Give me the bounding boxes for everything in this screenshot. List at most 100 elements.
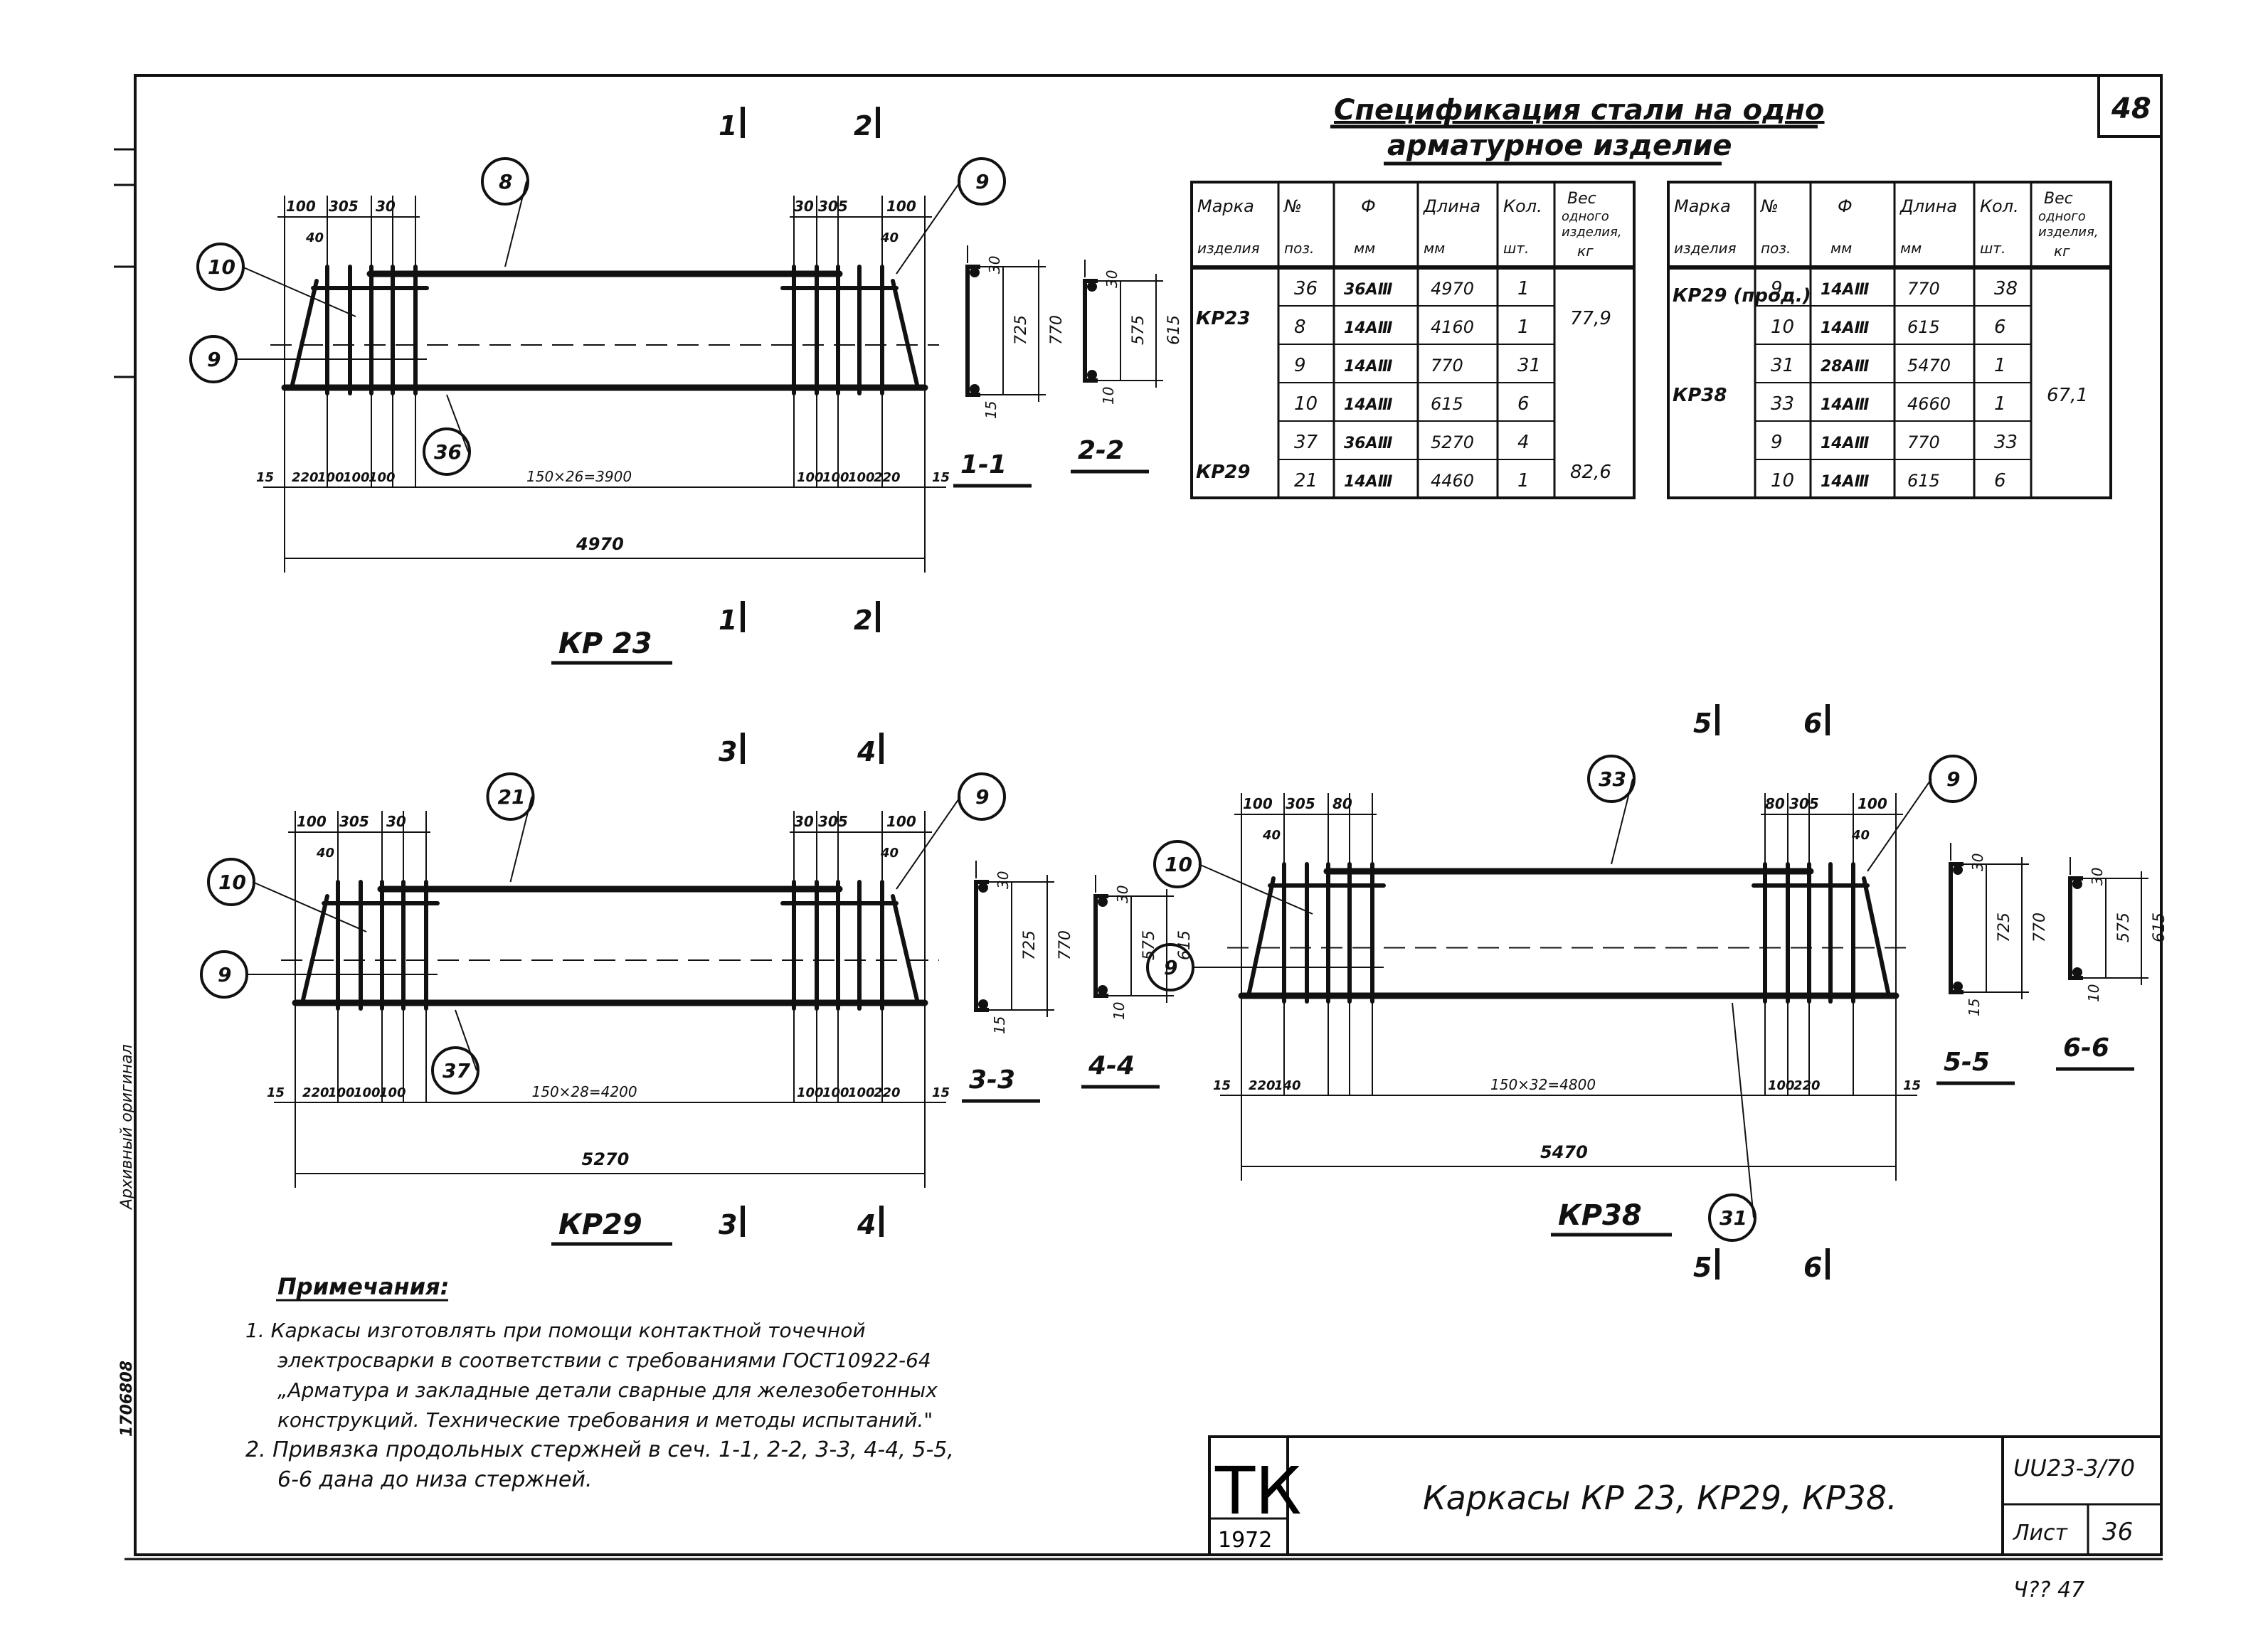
cell-length: 770: [1907, 432, 1940, 452]
cell-dia: 14АⅢ: [1344, 396, 1393, 414]
leader-line: [252, 881, 367, 932]
table-header: Кол.: [1980, 196, 2019, 216]
bottom-dim: 100: [797, 1085, 824, 1100]
stamp-year: 1972: [1218, 1528, 1272, 1553]
bottom-dim: 100: [848, 470, 875, 485]
table-header: №: [1759, 196, 1779, 216]
cell-dia: 14АⅢ: [1821, 281, 1870, 299]
table-header: изделия,: [1562, 225, 1622, 240]
page-number: 48: [2111, 92, 2151, 125]
table-header: мм: [1354, 240, 1375, 257]
bottom-dim: 100: [317, 470, 344, 485]
stamp-letters: ТК: [1214, 1453, 1302, 1529]
cell-length: 615: [1907, 317, 1940, 337]
cell-length: 5270: [1431, 432, 1474, 452]
section-dim: 575: [2115, 913, 2133, 942]
sheet-label: Лист: [2013, 1521, 2069, 1546]
bottom-dim: 100: [369, 470, 396, 485]
section-cut-mark: 4: [857, 736, 876, 767]
callout-number: 8: [499, 170, 512, 193]
position-callout: [486, 772, 535, 821]
callout-number: 10: [208, 255, 235, 279]
callout-number: 21: [498, 785, 526, 809]
section-dim: 615: [2151, 913, 2168, 942]
section-rod-dot: [978, 883, 988, 893]
cell-dia: 14АⅢ: [1344, 473, 1393, 491]
bottom-dim: 220: [1793, 1078, 1821, 1093]
cell-pos: 10: [1771, 470, 1794, 491]
table-header: Кол.: [1503, 196, 1542, 216]
callout-number: 31: [1719, 1206, 1747, 1230]
cell-dia: 14АⅢ: [1821, 435, 1870, 452]
section-cut-mark: 5: [1693, 1252, 1712, 1283]
section-cut-mark: 2: [854, 110, 872, 142]
bottom-dim: 100: [379, 1085, 406, 1100]
cell-length: 615: [1431, 394, 1463, 414]
inclined-bar: [300, 894, 329, 1005]
cell-qty: 4: [1517, 432, 1530, 453]
leader-line: [896, 181, 961, 275]
section-rod-dot: [1953, 865, 1963, 875]
section-rod-dot: [970, 267, 980, 277]
table-header: кг: [2054, 243, 2070, 260]
section-rod-dot: [1953, 982, 1963, 991]
table-header: №: [1283, 196, 1302, 216]
section-cut-mark: 3: [719, 736, 737, 767]
bottom-dim: 150×26=3900: [526, 468, 632, 485]
section-dim: 15: [982, 401, 1000, 419]
section-dim: 615: [1165, 315, 1183, 345]
section-label: 6-6: [2063, 1033, 2109, 1063]
top-dim: 100: [1243, 795, 1273, 812]
cell-length: 4660: [1907, 394, 1951, 414]
bottom-dim: 100: [848, 1085, 875, 1100]
bottom-dim: 15: [267, 1085, 285, 1100]
section-bar-outline: [2068, 876, 2083, 980]
top-dim: 100: [886, 813, 916, 830]
inclined-bar: [1862, 876, 1891, 998]
table-header: Марка: [1197, 196, 1254, 216]
small-dim: 40: [880, 230, 899, 245]
cell-pos: 9: [1294, 355, 1306, 376]
cell-dia: 14АⅢ: [1821, 396, 1870, 414]
section-label: 1-1: [960, 450, 1007, 479]
callout-number: 9: [218, 963, 231, 986]
cell-pos: 31: [1771, 355, 1794, 376]
table-header: мм: [1424, 240, 1445, 257]
left-margin: Архивный оригинал 1706808: [114, 148, 136, 1437]
table-header: одного: [1562, 209, 1609, 224]
small-dim: 40: [880, 846, 899, 861]
section-label: 4-4: [1088, 1051, 1135, 1080]
leader-line: [1867, 778, 1932, 872]
cell-length: 770: [1431, 356, 1463, 376]
title-block: ТК 1972 Каркасы КР 23, КР29, КР38. UU23-…: [1208, 1435, 2163, 1602]
cell-length: 4160: [1431, 317, 1474, 337]
cell-dia: 14АⅢ: [1344, 358, 1393, 376]
section-bar-outline: [1949, 862, 1964, 994]
bottom-dim: 100: [343, 470, 370, 485]
section-rod-dot: [1087, 282, 1097, 292]
small-dim: 40: [305, 230, 324, 245]
cell-mark: КР38: [1673, 385, 1727, 406]
bottom-dim: 15: [256, 470, 274, 485]
section-cut-mark: 5: [1693, 708, 1712, 739]
cell-dia: 14АⅢ: [1821, 473, 1870, 491]
table-header: шт.: [1980, 240, 2005, 257]
section-dim: 725: [1012, 315, 1030, 345]
callout-number: 36: [434, 440, 462, 464]
cell-pos: 33: [1771, 393, 1794, 415]
cell-qty: 1: [1517, 317, 1530, 338]
frame-label: КР29: [558, 1208, 642, 1241]
cell-length: 615: [1907, 471, 1940, 491]
section-rod-dot: [1098, 985, 1108, 995]
bottom-dim: 100: [797, 470, 824, 485]
section-dim: 30: [1969, 853, 1986, 871]
cell-weight: 77,9: [1570, 308, 1611, 329]
section-rod-dot: [1098, 897, 1108, 907]
top-dim: 30: [794, 198, 814, 215]
callout-number: 9: [975, 785, 989, 809]
cell-weight: 67,1: [2047, 385, 2088, 406]
sheet-border: [134, 74, 2163, 1556]
top-dim: 80: [1765, 795, 1785, 812]
top-dim: 100: [286, 198, 316, 215]
